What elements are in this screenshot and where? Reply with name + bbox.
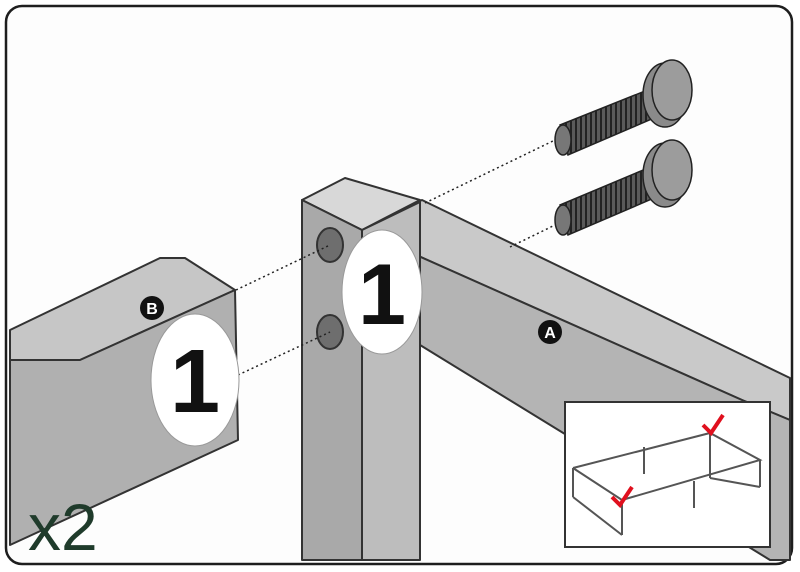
alignment-lines [235, 139, 556, 376]
check-icon [701, 413, 725, 437]
sticker-right: 1 [341, 229, 423, 355]
sticker-left-number: 1 [170, 332, 220, 432]
sticker-left: 1 [150, 313, 240, 447]
svg-text:B: B [146, 301, 158, 318]
post [301, 177, 421, 561]
check-icon [610, 485, 634, 509]
svg-text:A: A [544, 325, 556, 342]
label-b: B [140, 296, 164, 320]
bolt-icon [554, 139, 693, 237]
label-a: A [538, 320, 562, 344]
bolt-icon [554, 59, 693, 157]
quantity-label: x2 [28, 490, 98, 564]
bed-frame-inset [564, 401, 771, 548]
sticker-right-number: 1 [358, 247, 406, 343]
